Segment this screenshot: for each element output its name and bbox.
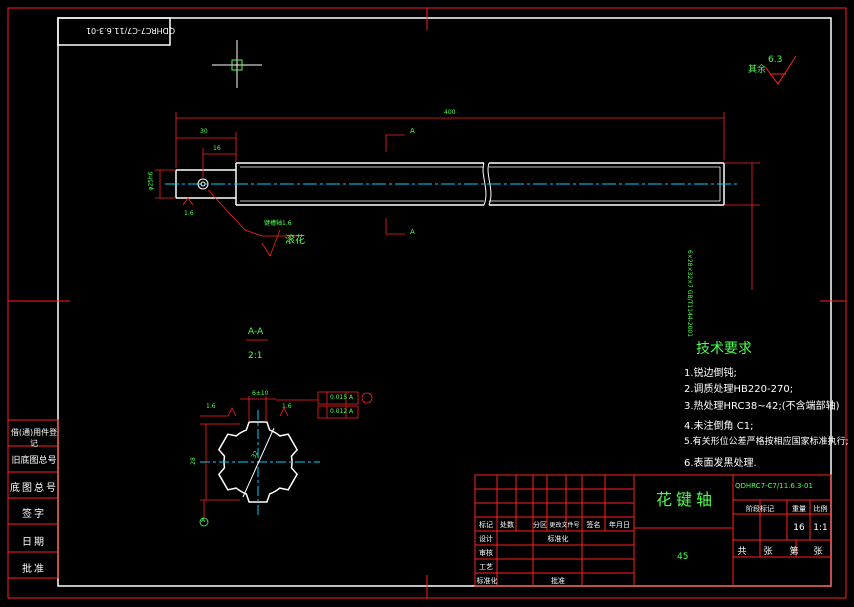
side-label: 日期: [22, 537, 46, 548]
side-label: 签字: [22, 509, 46, 520]
tol1-ref: A: [349, 394, 354, 401]
tol2-ref: A: [349, 408, 354, 415]
tb-header: 重量: [792, 505, 806, 513]
drawing-number: QDHRC7-C7/11.6.3-01: [735, 482, 813, 490]
dim-spline-height: 28: [189, 457, 197, 465]
tech-req-item: 5.有关形位公差严格按相应国家标准执行;: [684, 437, 849, 447]
rev-header: 签名: [586, 521, 601, 529]
dim-roughness-right: 1.6: [282, 403, 292, 410]
dim-30: 30: [200, 128, 208, 135]
sign-right: 批准: [551, 577, 565, 585]
sign-row: 审核: [479, 549, 493, 557]
sign-right: 标准化: [547, 535, 569, 543]
main-view-dimensions: [155, 112, 760, 290]
tb-sheet-no: 第: [789, 547, 799, 557]
dim-roughness-1: 1.6: [184, 210, 194, 217]
rev-header: 年月日: [609, 521, 630, 529]
mirrored-code: QDHRC7-C7/11.6.3-01: [86, 26, 176, 35]
tech-req-item: 3.热处理HRC38~42;(不含端部轴): [684, 401, 840, 412]
dim-end-diameter: φ25h6: [147, 171, 155, 191]
inner-frame: [57, 17, 832, 587]
tb-sheet-total: 共: [737, 547, 747, 557]
tol2-value: 0.012: [330, 408, 348, 415]
dim-roughness-left: 1.6: [206, 403, 216, 410]
sign-row: 设计: [479, 535, 493, 543]
section-dimensions: [199, 339, 373, 527]
material: 45: [677, 552, 689, 562]
tech-req-title: 技术要求: [696, 341, 752, 357]
title-block: [474, 474, 832, 587]
sign-row: 标准化: [476, 577, 498, 585]
side-label: 批准: [22, 564, 46, 575]
side-label: 旧底图总号: [11, 456, 57, 466]
tb-header: 阶段标记: [746, 505, 774, 513]
spline-spec: 6×28×32×7 GB/T1144-2001: [686, 250, 693, 338]
dim-overall-length: 400: [444, 109, 456, 116]
tech-req-item: 1.锐边倒钝;: [684, 368, 737, 379]
tech-req-item: 6.表面发黑处理.: [684, 458, 757, 469]
side-label-table: [7, 419, 59, 579]
tech-req-item: 2.调质处理HB220-270;: [684, 384, 794, 395]
cut-label-top: A: [410, 127, 415, 135]
section-label: A-A: [248, 327, 264, 337]
roughness-note-text: 其余: [748, 65, 767, 75]
dim-knurl: 滚花: [285, 235, 305, 246]
dim-16: 16: [213, 145, 221, 152]
datum-letter: A: [201, 517, 206, 524]
rev-header: 标记: [479, 521, 493, 529]
tb-qty: 16: [793, 523, 805, 533]
rev-header: 分区: [533, 521, 547, 529]
rev-header: 更改文件号: [549, 522, 580, 529]
tb-scale: 1:1: [813, 523, 828, 533]
shaft-main-view: [165, 162, 740, 206]
side-label: 底图总号: [10, 483, 58, 494]
tol1-value: 0.015: [330, 394, 348, 401]
part-name: 花键轴: [656, 490, 717, 509]
tb-sheet: 张: [763, 547, 773, 557]
rev-header: 处数: [500, 521, 514, 529]
tech-req-item: 4.未注倒角 C1;: [684, 421, 754, 432]
sign-row: 工艺: [479, 563, 493, 571]
outer-frame: [7, 7, 847, 599]
crosshair-cursor: [212, 40, 262, 88]
section-scale: 2:1: [248, 351, 263, 361]
dim-keyway: 键槽轴1.6: [264, 220, 292, 227]
roughness-note-value: 6.3: [768, 55, 783, 65]
spline-section: [200, 410, 320, 518]
cut-label-bottom: A: [410, 228, 415, 236]
dim-6: 6±10: [252, 390, 269, 397]
tb-sheet-of: 张: [813, 547, 823, 557]
side-label: 借(通)用件登记: [10, 428, 58, 448]
tb-header: 比例: [813, 505, 828, 513]
